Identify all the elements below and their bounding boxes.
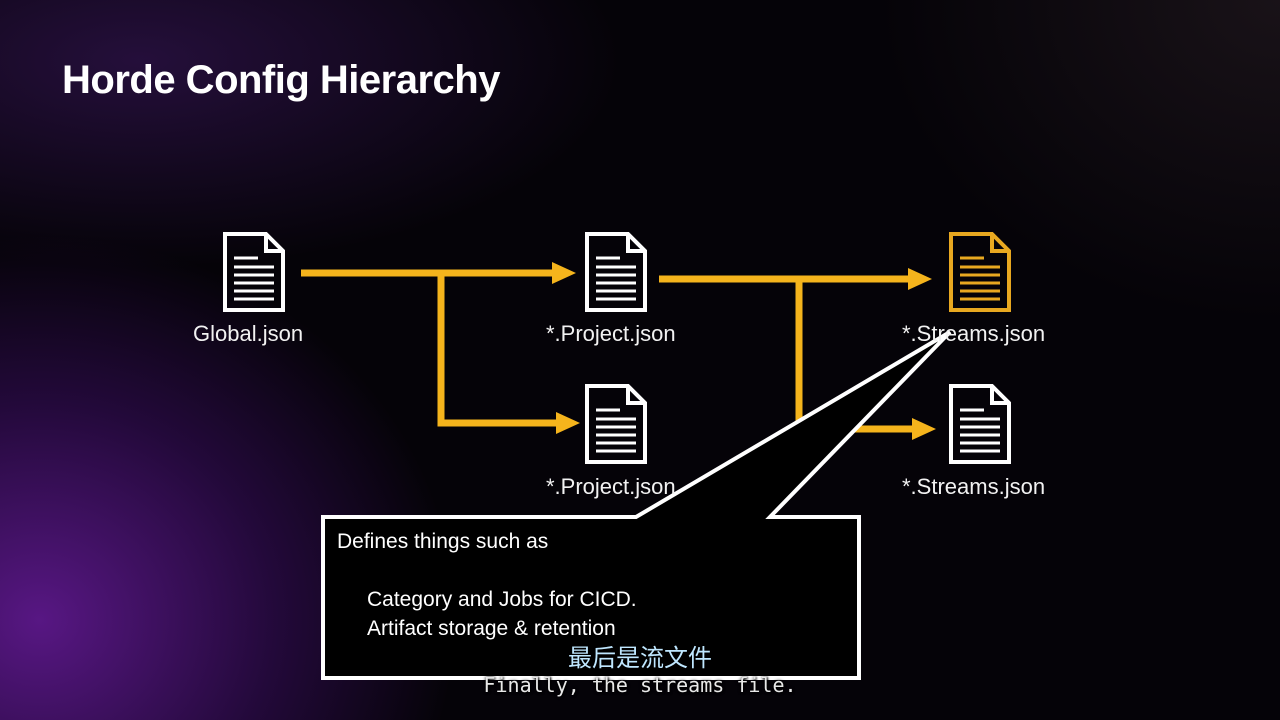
- arrow-global-to-project-2: [437, 273, 560, 427]
- streams-file-label: *.Streams.json: [902, 474, 1046, 499]
- arrowhead: [552, 262, 576, 284]
- global-file-icon: [223, 232, 285, 312]
- streams-file-label: *.Streams.json: [902, 321, 1046, 346]
- callout-item: Category and Jobs for CICD.: [367, 588, 637, 611]
- callout-item: Artifact storage & retention: [367, 617, 616, 640]
- subtitle-chinese: 最后是流文件: [568, 644, 712, 672]
- global-file-label: Global.json: [193, 321, 304, 346]
- streams-file-icon-highlighted: [949, 232, 1011, 312]
- project-file-icon: [585, 232, 647, 312]
- callout-heading: Defines things such as: [337, 530, 549, 553]
- arrowhead: [912, 418, 936, 440]
- callout-bubble: [321, 330, 952, 680]
- project-file-label: *.Project.json: [546, 321, 676, 346]
- streams-file-icon: [949, 384, 1011, 464]
- slide-title: Horde Config Hierarchy: [62, 58, 500, 102]
- arrowhead: [556, 412, 580, 434]
- subtitle-english: Finally, the streams file.: [483, 673, 797, 697]
- arrowhead: [908, 268, 932, 290]
- callout-content: Defines things such as Category and Jobs…: [337, 527, 637, 643]
- project-file-icon: [585, 384, 647, 464]
- project-file-label: *.Project.json: [546, 474, 676, 499]
